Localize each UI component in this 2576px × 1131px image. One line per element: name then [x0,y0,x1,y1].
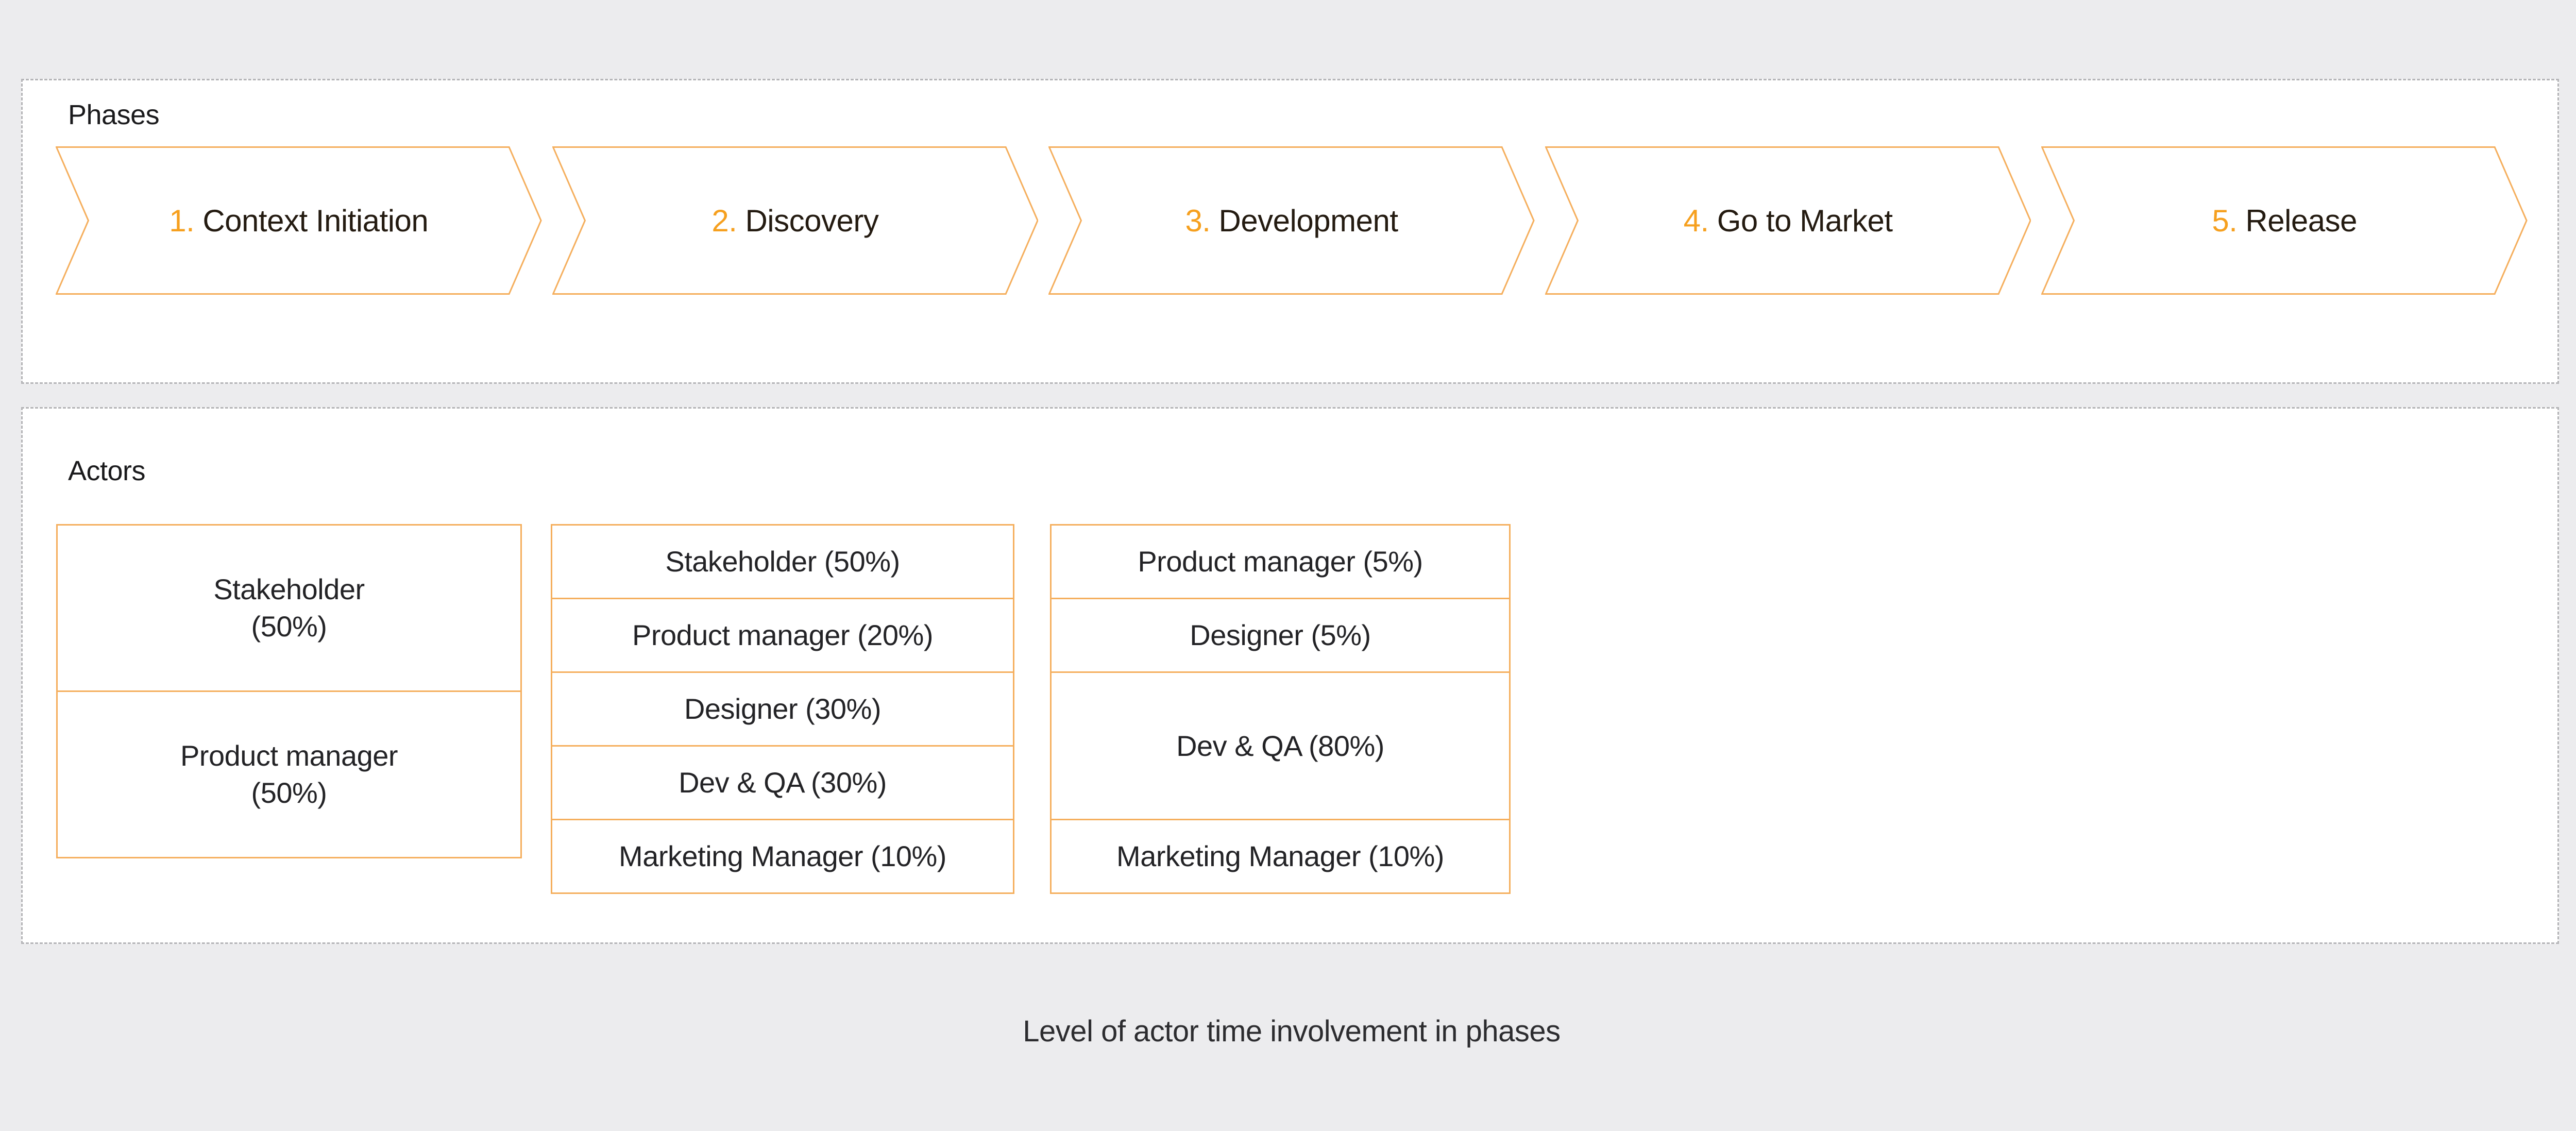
actors-section-label: Actors [68,455,146,486]
phases-panel: Phases 1. Context Initiation 2. Discover… [21,79,2559,384]
chevron-arrow-shape [1048,146,1535,295]
phase-label: 2. Discovery [552,146,1039,295]
phase-chevron-2: 2. Discovery [552,146,1039,295]
phase-label: 3. Development [1048,146,1535,295]
actor-cell: Dev & QA (80%) [1050,671,1511,820]
phase-title: Development [1218,203,1398,238]
actor-cell: Stakeholder (50%) [551,524,1014,599]
phase-title: Discovery [745,203,879,238]
phase-number: 5. [2212,203,2238,238]
phase-label: 5. Release [2041,146,2528,295]
actor-column-phase-1: Stakeholder (50%) Product manager (50%) [56,524,522,858]
phase-title: Context Initiation [202,203,429,238]
phase-number: 2. [711,203,737,238]
actor-cell: Designer (5%) [1050,598,1511,673]
actor-cell: Marketing Manager (10%) [1050,819,1511,894]
phase-number: 4. [1683,203,1709,238]
phases-section-label: Phases [68,99,160,130]
phase-title: Release [2245,203,2358,238]
actor-column-phase-2: Stakeholder (50%) Product manager (20%) … [551,524,1014,894]
actor-cell: Designer (30%) [551,671,1014,747]
chevron-arrow-shape [1545,146,2031,295]
actor-cell-text: Product manager (50%) [180,739,398,809]
chevron-arrow-shape [552,146,1039,295]
chevron-arrow-shape [2041,146,2528,295]
phase-chevron-1: 1. Context Initiation [56,146,542,295]
actor-column-phase-3: Product manager (5%) Designer (5%) Dev &… [1050,524,1511,894]
actors-panel: Actors Stakeholder (50%) Product manager… [21,407,2559,944]
actor-cell: Product manager (50%) [56,690,522,858]
actor-cell: Marketing Manager (10%) [551,819,1014,894]
phase-label: 1. Context Initiation [56,146,542,295]
actor-cell: Product manager (5%) [1050,524,1511,599]
figure-caption: Level of actor time involvement in phase… [1023,1015,1561,1048]
actor-cell-text: Stakeholder (50%) [213,573,365,643]
phase-chevron-3: 3. Development [1048,146,1535,295]
phase-number: 3. [1185,203,1211,238]
phase-chevron-5: 5. Release [2041,146,2528,295]
phase-number: 1. [169,203,195,238]
actor-cell: Dev & QA (30%) [551,745,1014,820]
actor-cell: Product manager (20%) [551,598,1014,673]
chevron-arrow-shape [56,146,542,295]
phase-chevron-4: 4. Go to Market [1545,146,2031,295]
actor-cell: Stakeholder (50%) [56,524,522,692]
phase-label: 4. Go to Market [1545,146,2031,295]
phase-title: Go to Market [1717,203,1893,238]
phase-chevron-row: 1. Context Initiation 2. Discovery 3. De… [56,146,2528,295]
